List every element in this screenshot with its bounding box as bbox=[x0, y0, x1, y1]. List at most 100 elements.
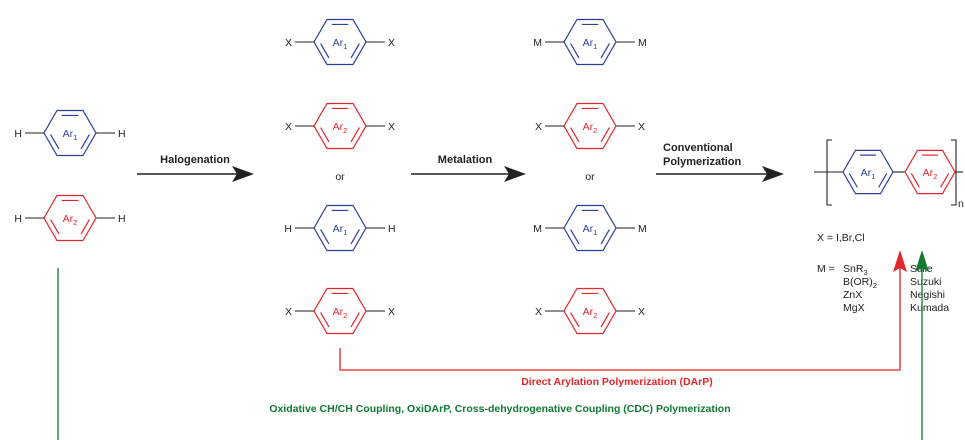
ring-label: Ar2 bbox=[583, 306, 598, 320]
substituent-left: M bbox=[533, 37, 542, 49]
ring-label-text: Ar bbox=[583, 37, 594, 49]
ring-label-subscript: 1 bbox=[593, 228, 597, 237]
substituent-left: X bbox=[285, 121, 292, 133]
reagent-zinc: ZnX bbox=[843, 289, 862, 301]
ring-label-subscript: 2 bbox=[343, 311, 347, 320]
substituent-left: H bbox=[14, 213, 22, 225]
ring-double-bond bbox=[350, 229, 360, 245]
halide-definition: X = I,Br,Cl bbox=[817, 232, 865, 244]
ring-double-bond bbox=[600, 229, 610, 245]
substituent-left: H bbox=[14, 128, 22, 140]
ring-label-text: Ar bbox=[333, 37, 344, 49]
ring-double-bond bbox=[50, 219, 60, 235]
ring-label-text: Ar bbox=[583, 306, 594, 318]
reagent-boron: B(OR)2 bbox=[843, 276, 877, 290]
ring-label-text: Ar bbox=[333, 121, 344, 133]
metalation-arrow bbox=[411, 166, 526, 182]
molecule-4: X X Ar2 bbox=[285, 102, 395, 150]
conventional-polymerization-label-line1: Conventional bbox=[663, 142, 733, 154]
ring-label-subscript: 2 bbox=[933, 172, 937, 181]
polymer-ring-ar1 bbox=[842, 149, 894, 195]
coupling-name-kumada: Kumada bbox=[910, 302, 949, 314]
ring-double-bond bbox=[80, 219, 90, 235]
cdc-label: Oxidative CH/CH Coupling, OxiDArP, Cross… bbox=[269, 403, 730, 415]
ring-label: Ar1 bbox=[333, 223, 348, 237]
substituent-right: H bbox=[118, 128, 126, 140]
ring-outline bbox=[904, 149, 956, 195]
ring-label-text: Ar bbox=[333, 223, 344, 235]
ring-label: Ar1 bbox=[333, 37, 348, 51]
substituent-left: H bbox=[284, 223, 292, 235]
ring-label-subscript: 2 bbox=[593, 311, 597, 320]
ring-label: Ar1 bbox=[63, 128, 78, 142]
ring-label: Ar1 bbox=[583, 37, 598, 51]
substituent-right: X bbox=[638, 306, 645, 318]
ring-label: Ar1 bbox=[583, 223, 598, 237]
ring-label-subscript: 2 bbox=[343, 126, 347, 135]
ring-label-text: Ar bbox=[583, 121, 594, 133]
ring-double-bond bbox=[350, 312, 360, 328]
conventional-polymerization-arrow bbox=[656, 166, 784, 182]
substituent-left: X bbox=[285, 306, 292, 318]
ring-double-bond bbox=[570, 43, 580, 59]
ring-double-bond bbox=[600, 43, 610, 59]
or-label: or bbox=[585, 171, 595, 183]
ring-double-bond bbox=[50, 134, 60, 150]
darp-label: Direct Arylation Polymerization (DArP) bbox=[521, 376, 713, 388]
ring-double-bond bbox=[350, 127, 360, 143]
molecule-1: H H Ar1 bbox=[14, 109, 126, 157]
substituent-right: X bbox=[388, 121, 395, 133]
ring-label: Ar2 bbox=[63, 213, 78, 227]
ring-double-bond bbox=[600, 127, 610, 143]
ring-label-text: Ar bbox=[63, 213, 74, 225]
substituent-right: H bbox=[118, 213, 126, 225]
ring-label-subscript: 1 bbox=[343, 42, 347, 51]
conventional-polymerization-label-line2: Polymerization bbox=[663, 156, 742, 168]
substituent-right: X bbox=[388, 37, 395, 49]
darp-route-arrow bbox=[339, 250, 907, 371]
polymer-repeat-unit: Ar1 Ar2 n bbox=[814, 139, 964, 210]
ring-double-bond bbox=[350, 43, 360, 59]
ring-double-bond bbox=[320, 43, 330, 59]
coupling-name-suzuki: Suzuki bbox=[910, 276, 942, 288]
ring-label-text: Ar bbox=[63, 128, 74, 140]
ring-double-bond bbox=[80, 134, 90, 150]
ring-label-subscript: 1 bbox=[871, 172, 875, 181]
substituent-right: X bbox=[388, 306, 395, 318]
substituent-right: X bbox=[638, 121, 645, 133]
ring-label-subscript: 1 bbox=[73, 133, 77, 142]
polymer-ring-ar2 bbox=[904, 149, 956, 195]
substituent-left: M bbox=[533, 223, 542, 235]
ring-double-bond bbox=[940, 173, 950, 188]
molecule-2: H H Ar2 bbox=[14, 194, 126, 242]
halogenation-arrow bbox=[137, 166, 254, 182]
ring-double-bond bbox=[600, 312, 610, 328]
ring-label-text: Ar bbox=[861, 167, 872, 179]
reagent-table: M = SnR3 Stille B(OR)2 Suzuki ZnX Negish… bbox=[817, 263, 949, 314]
reagent-tin: SnR3 bbox=[843, 263, 868, 277]
molecule-6: X X Ar2 bbox=[285, 287, 395, 335]
ring-label-subscript: 2 bbox=[73, 218, 77, 227]
ring-double-bond bbox=[570, 312, 580, 328]
substituent-right: H bbox=[388, 223, 396, 235]
ring-double-bond bbox=[570, 127, 580, 143]
repeat-unit-n: n bbox=[958, 198, 964, 210]
ring-label-text: Ar bbox=[923, 167, 934, 179]
molecule-5: H H Ar1 bbox=[284, 204, 396, 252]
ring-double-bond bbox=[320, 127, 330, 143]
reagent-magnesium: MgX bbox=[843, 302, 865, 314]
ring-label-text: Ar bbox=[583, 223, 594, 235]
reagent-prefix: M = bbox=[817, 263, 835, 275]
ring-label-text: Ar bbox=[333, 306, 344, 318]
ring-label: Ar2 bbox=[333, 306, 348, 320]
coupling-name-negishi: Negishi bbox=[910, 289, 945, 301]
ring-label-subscript: 2 bbox=[593, 126, 597, 135]
ring-label: Ar2 bbox=[333, 121, 348, 135]
ring-double-bond bbox=[878, 173, 888, 188]
